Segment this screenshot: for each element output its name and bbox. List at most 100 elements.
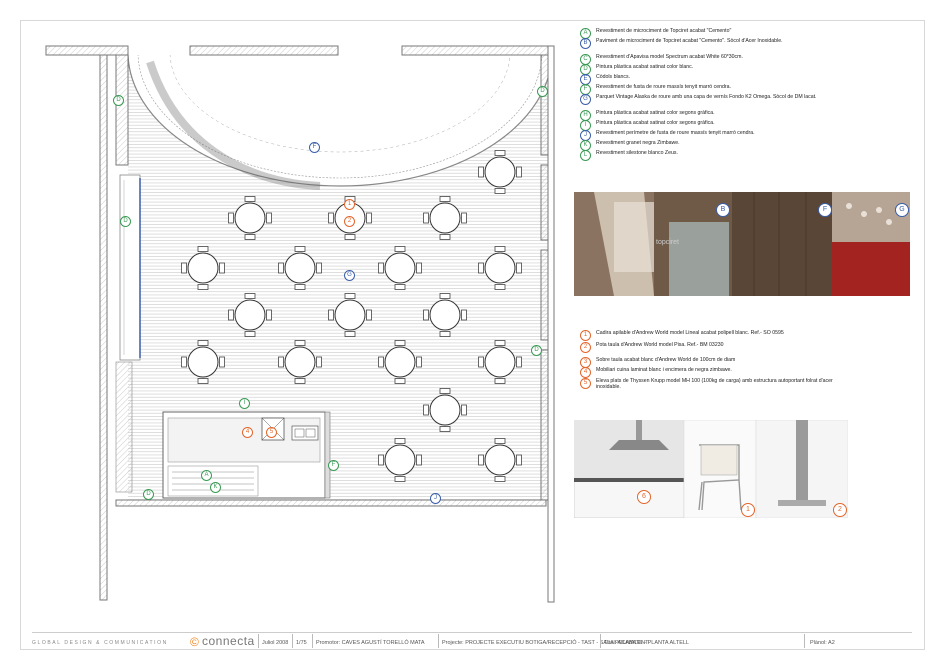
table-with-chairs [423, 196, 467, 240]
legend-badge: G [580, 94, 591, 105]
plan-label-f: F [328, 460, 339, 471]
plan-label-1: 1 [344, 199, 355, 210]
legend-row-g: G Parquet Vintage Alaska de roure amb una… [580, 94, 856, 105]
round-table [384, 346, 416, 378]
table-with-chairs [278, 246, 322, 290]
chair [478, 262, 484, 274]
round-table [484, 444, 516, 476]
chair [439, 388, 451, 394]
chair [494, 284, 506, 290]
furniture-badge: 1 [580, 330, 591, 341]
chair [197, 340, 209, 346]
plan-label-g: G [344, 270, 355, 281]
plan-label-d: D [143, 489, 154, 500]
chair [416, 356, 422, 368]
chair [494, 340, 506, 346]
table-with-chairs [478, 246, 522, 290]
chair [266, 309, 272, 321]
title-block: GLOBAL DESIGN & COMMUNICATION © connecta… [32, 632, 912, 649]
logo-mark-icon: © [190, 635, 199, 649]
round-table [429, 394, 461, 426]
plan-label-d: D [113, 95, 124, 106]
chair [278, 356, 284, 368]
chair [294, 246, 306, 252]
chair [394, 476, 406, 482]
round-table [384, 444, 416, 476]
chair [516, 262, 522, 274]
legend-badge: L [580, 150, 591, 161]
chair [461, 309, 467, 321]
table-with-chairs [228, 196, 272, 240]
round-table [284, 346, 316, 378]
chair [494, 378, 506, 384]
chair [439, 331, 451, 337]
chair [344, 234, 356, 240]
chair [294, 340, 306, 346]
kitchen [162, 411, 331, 499]
chair [394, 340, 406, 346]
chair [416, 262, 422, 274]
chair [228, 309, 234, 321]
round-table [334, 299, 366, 331]
chair [439, 426, 451, 432]
photo-label-1: 1 [741, 503, 755, 517]
chair [197, 378, 209, 384]
round-table [384, 252, 416, 284]
chair [266, 212, 272, 224]
plan-label-4: 4 [242, 427, 253, 438]
chair [394, 438, 406, 444]
legend-text: Pintura plàstica acabat satinat color bl… [596, 64, 694, 70]
chair [423, 404, 429, 416]
chair [328, 309, 334, 321]
furniture-text: Cadira apilable d'Andrew World model Lin… [596, 330, 784, 336]
chair [478, 454, 484, 466]
chair [494, 188, 506, 194]
chair [494, 438, 506, 444]
table-with-chairs [478, 340, 522, 384]
chair [423, 309, 429, 321]
table-with-chairs [378, 438, 422, 482]
titol: Títol: ACABATS - PLANTA ALTELL [604, 640, 689, 646]
chair [344, 293, 356, 299]
legend-text: Revestiment d'Apavisa model Spectrum aca… [596, 54, 743, 60]
chair [516, 166, 522, 178]
round-table [429, 299, 461, 331]
furniture-badge: 5 [580, 378, 591, 389]
legend-text: Pintura plàstica acabat satinat color se… [596, 110, 715, 116]
furniture-text: Sobre taula acabat blanc d'Andrew World … [596, 357, 736, 363]
chair [366, 309, 372, 321]
promotor: Promotor: CAVES AGUSTÍ TORELLÓ MATA [316, 640, 425, 646]
chair [439, 196, 451, 202]
chair [181, 356, 187, 368]
chair [244, 234, 256, 240]
round-table [187, 252, 219, 284]
round-table [187, 346, 219, 378]
walls [45, 45, 555, 603]
plan-label-2: 2 [344, 216, 355, 227]
left-bench [119, 174, 141, 361]
table-with-chairs [181, 340, 225, 384]
legend-text: Pintura plàstica acabat satinat color se… [596, 120, 715, 126]
legend-text: Parquet Vintage Alaska de roure amb una … [596, 94, 817, 100]
furniture-badge: 2 [580, 342, 591, 353]
plan-label-a: A [201, 470, 212, 481]
table-with-chairs [228, 293, 272, 337]
chair [516, 356, 522, 368]
chair [461, 404, 467, 416]
chair [219, 356, 225, 368]
chair [328, 212, 334, 224]
plan-label-d: D [120, 216, 131, 227]
chair [423, 212, 429, 224]
brand-line: GLOBAL DESIGN & COMMUNICATION [32, 640, 168, 646]
chair [394, 378, 406, 384]
logo-text: connecta [202, 634, 255, 648]
chair [378, 262, 384, 274]
sheet-border [20, 20, 925, 650]
legend-text: Paviment de microciment de Topciret acab… [596, 38, 783, 44]
round-table [234, 299, 266, 331]
chair [244, 196, 256, 202]
projecte: Projecte: PROJECTE EXECUTIU BOTIGA/RECEP… [442, 640, 649, 646]
